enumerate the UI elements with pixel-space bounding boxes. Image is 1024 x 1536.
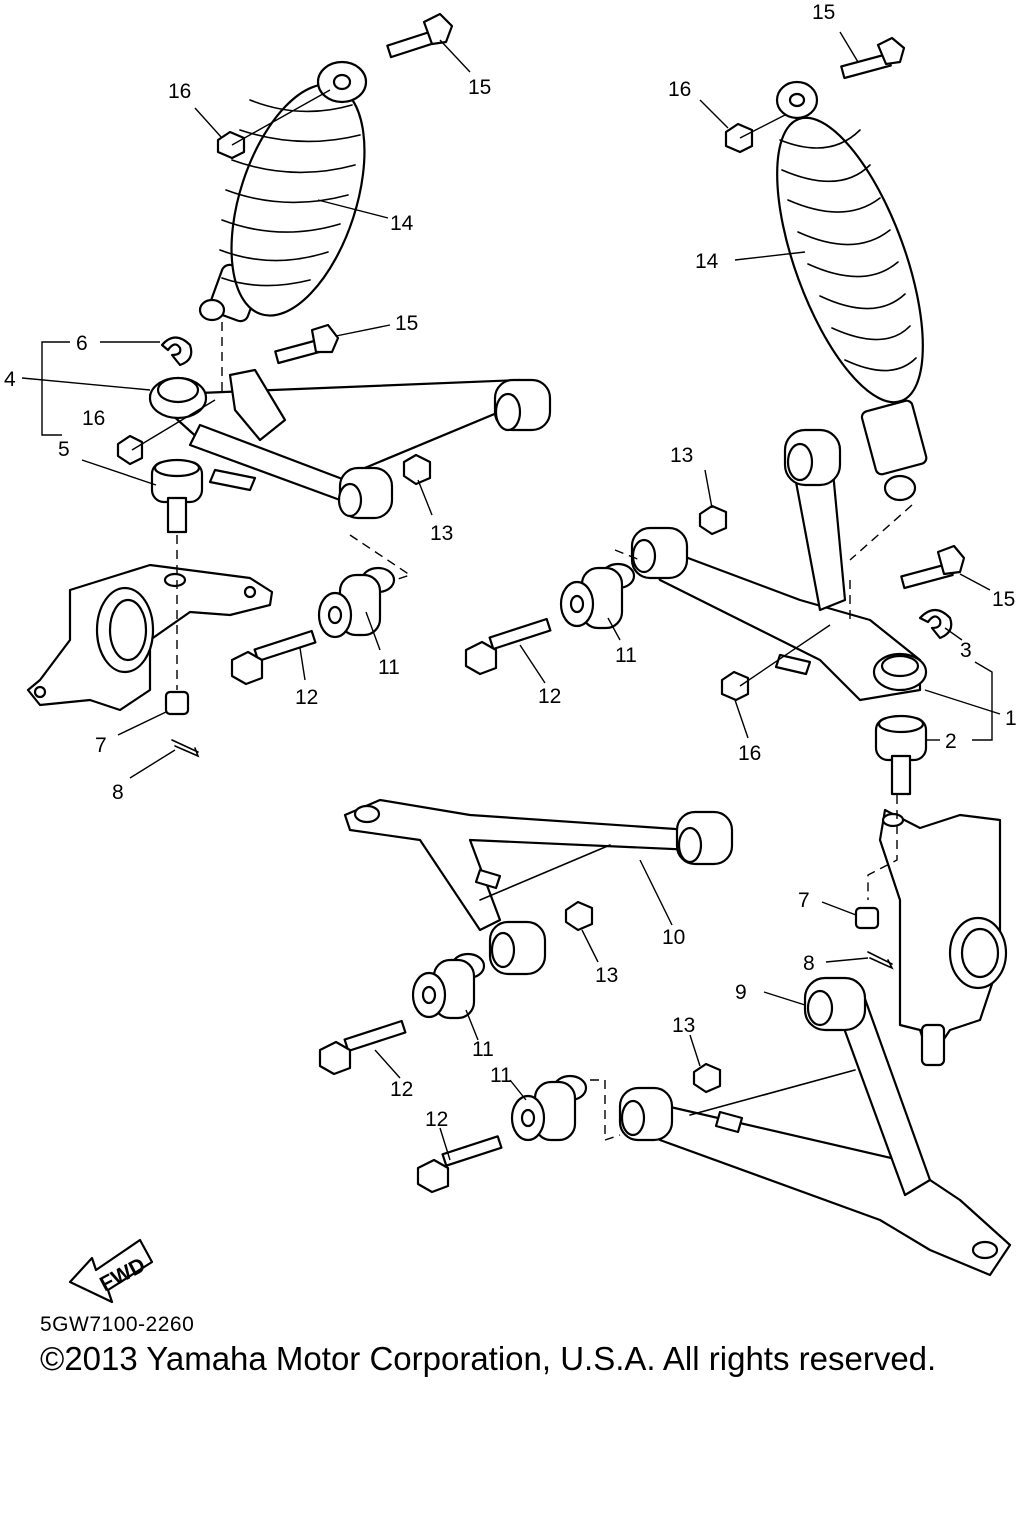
- bushing-11-lower-10: [411, 952, 486, 1020]
- callout-12: 12: [538, 685, 561, 708]
- nut-7-right: [854, 906, 880, 930]
- bolt-12-lower-10: [318, 1019, 407, 1076]
- copyright-notice: ©2013 Yamaha Motor Corporation, U.S.A. A…: [40, 1340, 937, 1377]
- callout-13: 13: [595, 964, 618, 987]
- bolt-15-left-top: [386, 12, 454, 59]
- lower-arm-9: [618, 976, 1012, 1277]
- left-shock-absorber: [198, 60, 368, 323]
- callout-12: 12: [295, 686, 318, 709]
- callout-11: 11: [490, 1064, 512, 1087]
- callout-3: 3: [960, 639, 972, 662]
- callout-11: 11: [378, 656, 400, 679]
- nut-16-left-top: [216, 130, 246, 160]
- callout-1: 1: [1005, 707, 1017, 730]
- nut-16-right-top: [724, 122, 754, 154]
- callout-12: 12: [390, 1078, 413, 1101]
- ball-joint-2-right: [874, 714, 928, 796]
- callout-15: 15: [812, 1, 835, 24]
- bolt-15-right-top: [840, 36, 906, 80]
- callout-14: 14: [695, 250, 719, 273]
- bushing-11-left: [317, 566, 396, 639]
- nut-13-left-upper: [402, 453, 432, 486]
- callout-6: 6: [76, 332, 88, 355]
- bushing-11-lower-9: [510, 1074, 588, 1142]
- right-knuckle: [878, 808, 1008, 1067]
- callout-8: 8: [112, 781, 124, 804]
- callout-4: 4: [4, 368, 16, 391]
- cotter-pin-8-left: [171, 739, 200, 758]
- callout-13: 13: [672, 1014, 695, 1037]
- callout-16: 16: [668, 78, 691, 101]
- callout-16: 16: [738, 742, 761, 765]
- left-upper-arm: [148, 368, 552, 520]
- callout-14: 14: [390, 212, 414, 235]
- callout-12: 12: [425, 1108, 448, 1131]
- nut-13-right-upper: [698, 504, 728, 536]
- callout-16: 16: [82, 407, 105, 430]
- bolt-15-left-arm: [274, 323, 340, 365]
- ball-joint-5-left: [150, 458, 204, 534]
- callout-15: 15: [468, 76, 491, 99]
- bolt-12-left: [230, 629, 317, 686]
- fwd-arrow-icon: FWD: [68, 1238, 154, 1304]
- callout-labels: 15 16 14 15 6 4 16 5 13 11 12 7 8 15 16 …: [4, 1, 1017, 1131]
- leader-lines: [21, 31, 1001, 1161]
- callout-9: 9: [735, 981, 747, 1004]
- nut-16-left-arm: [116, 434, 144, 466]
- callout-13: 13: [670, 444, 693, 467]
- callout-15: 15: [395, 312, 418, 335]
- callout-15: 15: [992, 588, 1015, 611]
- left-knuckle: [26, 563, 274, 712]
- right-shock-absorber: [775, 80, 928, 502]
- part-code: 5GW7100-2260: [40, 1313, 195, 1336]
- lower-arm-10: [343, 798, 734, 976]
- callout-11: 11: [615, 644, 637, 667]
- bushing-4-left: [148, 376, 208, 420]
- nut-13-lower-arm-10: [564, 900, 594, 932]
- bushing-11-right: [559, 562, 636, 630]
- callout-7: 7: [95, 734, 107, 757]
- callout-13: 13: [430, 522, 453, 545]
- cotter-pin-8-right: [867, 951, 894, 970]
- bolt-12-lower-9: [416, 1135, 503, 1194]
- callout-10: 10: [662, 926, 685, 949]
- callout-5: 5: [58, 438, 70, 461]
- right-upper-arm: [630, 428, 928, 702]
- callout-16: 16: [168, 80, 191, 103]
- callout-2: 2: [945, 730, 957, 753]
- nut-7-left: [164, 690, 190, 716]
- callout-7: 7: [798, 889, 810, 912]
- circlip-3-right: [918, 608, 953, 640]
- nut-13-lower-arm-9: [692, 1062, 722, 1094]
- nut-16-right-arm: [720, 670, 750, 702]
- callout-8: 8: [803, 952, 815, 975]
- callout-11: 11: [472, 1038, 494, 1061]
- bolt-12-right: [464, 617, 552, 676]
- circlip-6-left: [160, 336, 193, 367]
- suspension-exploded-diagram: FWD: [4, 1, 1017, 1304]
- bolt-15-right-arm: [900, 544, 966, 590]
